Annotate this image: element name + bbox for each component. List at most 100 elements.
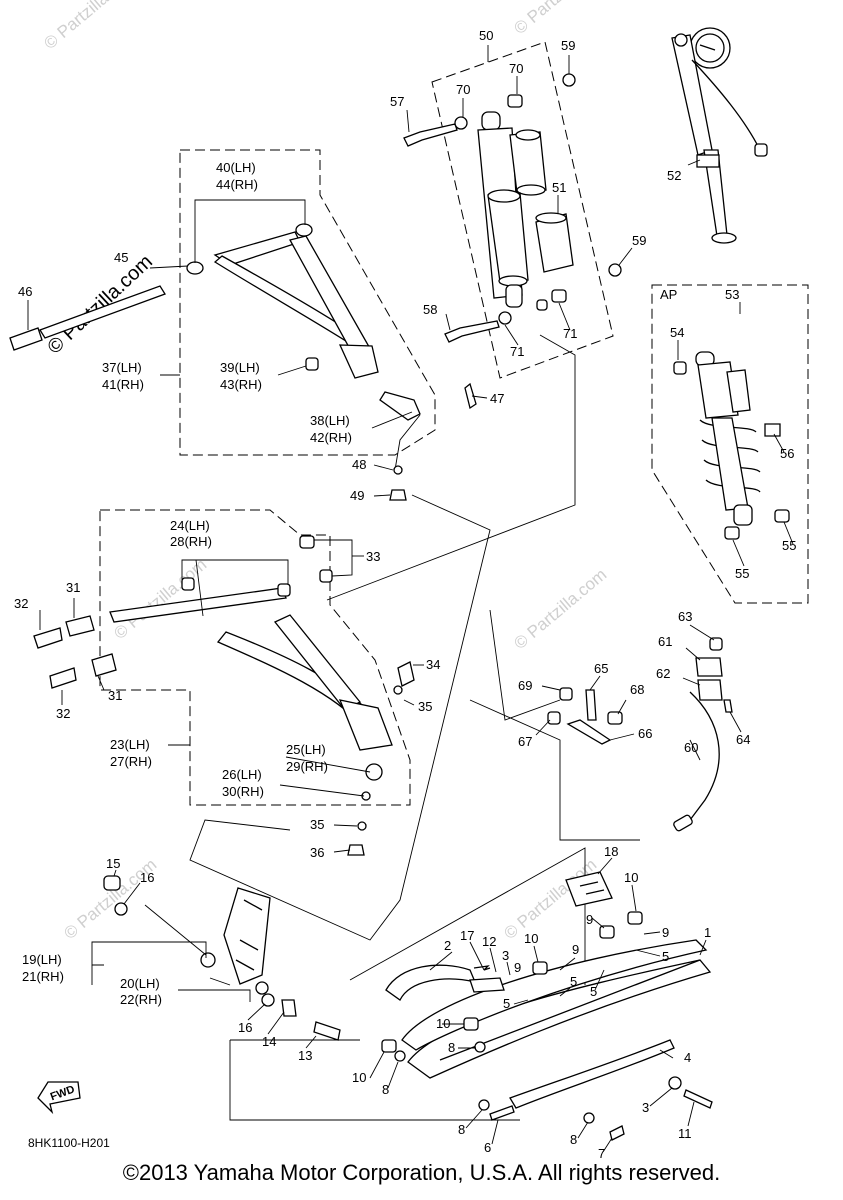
callout-39-lh: 39(LH) (220, 360, 260, 375)
callout-35: 35 (310, 817, 324, 832)
callout-2: 2 (444, 938, 451, 953)
leader-lines (27, 45, 794, 1153)
callout-10: 10 (436, 1016, 450, 1031)
upper-a-arm (9, 223, 477, 501)
callout-44-rh: 44(RH) (216, 177, 258, 192)
callout-70: 70 (456, 82, 470, 97)
callout-57: 57 (390, 94, 404, 109)
callout-11: 11 (678, 1126, 692, 1141)
callout-9: 9 (572, 942, 579, 957)
callout-20-lh: 20(LH) (120, 976, 160, 991)
callout-12: 12 (482, 934, 496, 949)
callout-16: 16 (238, 1020, 252, 1035)
callout-53: 53 (725, 287, 739, 302)
callout-31: 31 (108, 688, 122, 703)
callout-64: 64 (736, 732, 750, 747)
callout-24-lh: 24(LH) (170, 518, 210, 533)
callout-69: 69 (518, 678, 532, 693)
callout-62: 62 (656, 666, 670, 681)
callout-50: 50 (479, 28, 493, 43)
callout-15: 15 (106, 856, 120, 871)
callout-52: 52 (667, 168, 681, 183)
callout-14: 14 (262, 1034, 276, 1049)
callout-45: 45 (114, 250, 128, 265)
callout-9: 9 (662, 925, 669, 940)
lower-a-arm (33, 535, 415, 856)
callout-22-rh: 22(RH) (120, 992, 162, 1007)
forward-direction-badge: FWD (37, 1081, 81, 1115)
callout-10: 10 (352, 1070, 366, 1085)
rear-shock-absorber (477, 111, 547, 308)
diagram-code: 8HK1100-H201 (28, 1136, 110, 1150)
connector-lines (189, 334, 640, 1121)
callout-9: 9 (586, 912, 593, 927)
ski-spindle (103, 875, 341, 1041)
callout-4: 4 (684, 1050, 691, 1065)
callout-38-lh: 38(LH) (310, 413, 350, 428)
callout-19-lh: 19(LH) (22, 952, 62, 967)
fwd-arrow-icon (37, 1081, 81, 1115)
callout-35: 35 (418, 699, 432, 714)
callout-3: 3 (642, 1100, 649, 1115)
callout-17: 17 (460, 928, 474, 943)
callout-47: 47 (490, 391, 504, 406)
callout-26-lh: 26(LH) (222, 767, 262, 782)
callout-43-rh: 43(RH) (220, 377, 262, 392)
callout-33: 33 (366, 549, 380, 564)
callout-8: 8 (458, 1122, 465, 1137)
watermark-faint-3: © Partzilla.com (110, 555, 210, 643)
callout-41-rh: 41(RH) (102, 377, 144, 392)
callout-32: 32 (14, 596, 28, 611)
callout-48: 48 (352, 457, 366, 472)
callout-63: 63 (678, 609, 692, 624)
callout-70: 70 (509, 61, 523, 76)
callout-32: 32 (56, 706, 70, 721)
callout-8: 8 (570, 1132, 577, 1147)
callout-71: 71 (510, 344, 524, 359)
callout-5: 5 (590, 984, 597, 999)
copyright-notice: ©2013 Yamaha Motor Corporation, U.S.A. A… (122, 1160, 721, 1185)
callout-59: 59 (561, 38, 575, 53)
shock-group-box (431, 41, 614, 379)
watermark-faint-4: © Partzilla.com (510, 565, 610, 653)
callout-55: 55 (735, 566, 749, 581)
callout-7: 7 (598, 1146, 605, 1160)
callout-18: 18 (604, 844, 618, 859)
shock-hardware (403, 73, 622, 343)
callout-42-rh: 42(RH) (310, 430, 352, 445)
callout-23-lh: 23(LH) (110, 737, 150, 752)
callout-56: 56 (780, 446, 794, 461)
ap-box-label: AP (660, 287, 677, 302)
watermark-brand: © Partzilla.com (43, 251, 157, 359)
watermark-faint-1: © Partzilla.com (40, 0, 140, 53)
callout-58: 58 (423, 302, 437, 317)
callout-31: 31 (66, 580, 80, 595)
callout-30-rh: 30(RH) (222, 784, 264, 799)
callout-54: 54 (670, 325, 684, 340)
callout-29-rh: 29(RH) (286, 759, 328, 774)
callout-21-rh: 21(RH) (22, 969, 64, 984)
stabilizer-link-assembly (547, 637, 733, 832)
callout-34: 34 (426, 657, 440, 672)
callout-8: 8 (382, 1082, 389, 1097)
callout-28-rh: 28(RH) (170, 534, 212, 549)
callout-46: 46 (18, 284, 32, 299)
callout-61: 61 (658, 634, 672, 649)
callout-3: 3 (502, 948, 509, 963)
callout-59: 59 (632, 233, 646, 248)
callout-8: 8 (448, 1040, 455, 1055)
callout-5: 5 (662, 949, 669, 964)
shock-sleeve-51 (535, 212, 574, 273)
callout-49: 49 (350, 488, 364, 503)
callout-60: 60 (684, 740, 698, 755)
ap-shock-group-box (651, 284, 809, 604)
callout-labels: 50 59 70 70 57 51 59 58 71 71 52 AP 53 5… (14, 28, 796, 1160)
callout-36: 36 (310, 845, 324, 860)
callout-16: 16 (140, 870, 154, 885)
callout-5: 5 (570, 974, 577, 989)
callout-10: 10 (524, 931, 538, 946)
callout-1: 1 (704, 925, 711, 940)
callout-13: 13 (298, 1048, 312, 1063)
callout-68: 68 (630, 682, 644, 697)
callout-10: 10 (624, 870, 638, 885)
